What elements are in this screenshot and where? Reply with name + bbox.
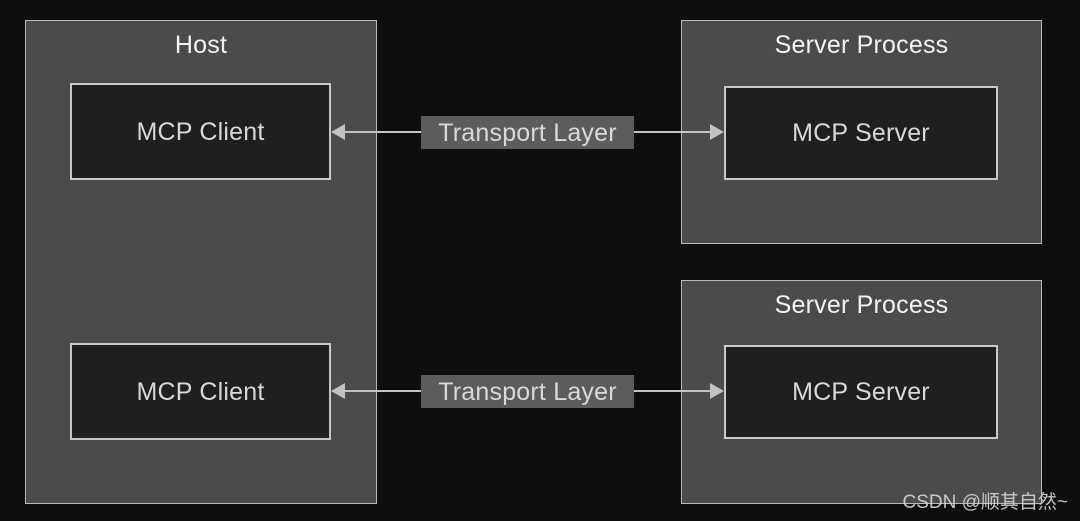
arrowhead-to-server-1: [710, 124, 724, 140]
connector-line-left-1: [344, 131, 426, 133]
watermark-text: CSDN @顺其自然~: [902, 492, 1069, 513]
mcp-client-label-1: MCP Client: [136, 117, 265, 146]
mcp-server-box-2: MCP Server: [724, 345, 998, 439]
mcp-server-label-2: MCP Server: [792, 378, 930, 406]
mcp-client-box-2: MCP Client: [70, 343, 331, 440]
host-title: Host: [174, 31, 228, 59]
transport-layer-label-1: Transport Layer: [421, 116, 634, 149]
arrowhead-to-server-2: [710, 383, 724, 399]
server-process-title-1: Server Process: [774, 31, 949, 59]
mcp-client-box-1: MCP Client: [70, 83, 331, 180]
arrowhead-to-client-2: [331, 383, 345, 399]
mcp-client-label-2: MCP Client: [136, 377, 265, 406]
transport-layer-label-2: Transport Layer: [421, 375, 634, 408]
mcp-server-box-1: MCP Server: [724, 86, 998, 180]
mcp-server-label-1: MCP Server: [792, 119, 930, 147]
connector-line-left-2: [344, 390, 426, 392]
connector-line-right-2: [629, 390, 720, 392]
arrowhead-to-client-1: [331, 124, 345, 140]
server-process-title-2: Server Process: [774, 291, 949, 319]
connector-line-right-1: [629, 131, 720, 133]
